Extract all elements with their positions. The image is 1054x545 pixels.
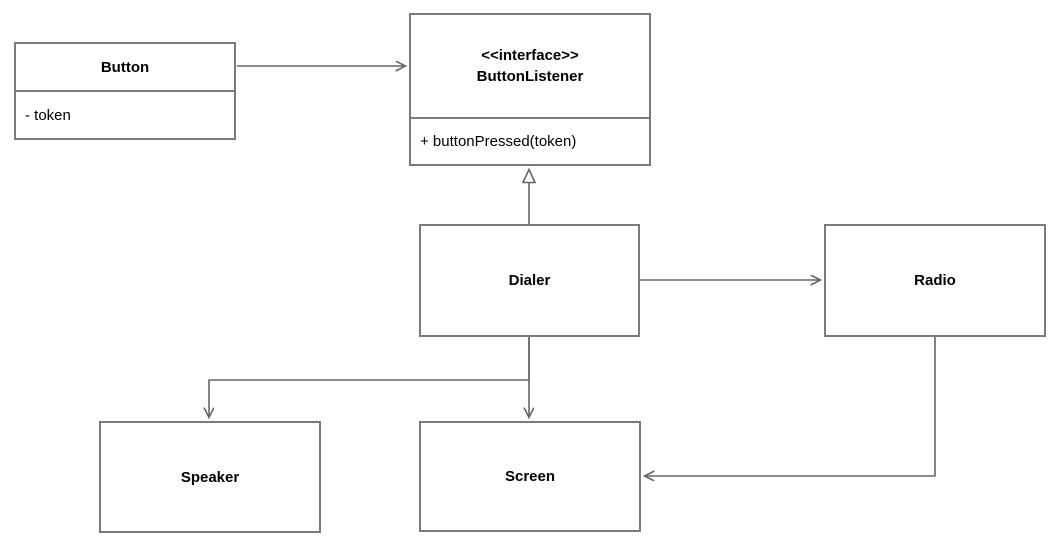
class-speaker-title: Speaker: [180, 468, 240, 486]
class-button-attribute: - token: [25, 106, 71, 124]
compartment-divider: [411, 117, 649, 119]
class-radio: Radio: [824, 224, 1046, 337]
class-button: Button - token: [14, 42, 236, 140]
class-speaker: Speaker: [99, 421, 321, 533]
interface-buttonlistener-title: ButtonListener: [476, 68, 584, 85]
interface-buttonlistener: <<interface>> ButtonListener + buttonPre…: [409, 13, 651, 166]
class-dialer: Dialer: [419, 224, 640, 337]
compartment-divider: [16, 90, 234, 92]
edge-radio-to-screen: [645, 337, 936, 476]
class-radio-title: Radio: [914, 272, 956, 289]
edge-dialer-to-speaker: [209, 337, 530, 417]
class-button-title: Button: [100, 58, 150, 76]
interface-stereotype: <<interface>>: [481, 47, 579, 64]
class-dialer-title: Dialer: [508, 272, 551, 289]
interface-buttonlistener-header: <<interface>> ButtonListener: [411, 15, 649, 117]
class-screen-title: Screen: [504, 468, 556, 485]
interface-buttonlistener-method: + buttonPressed(token): [420, 133, 577, 150]
class-screen: Screen: [419, 421, 641, 532]
